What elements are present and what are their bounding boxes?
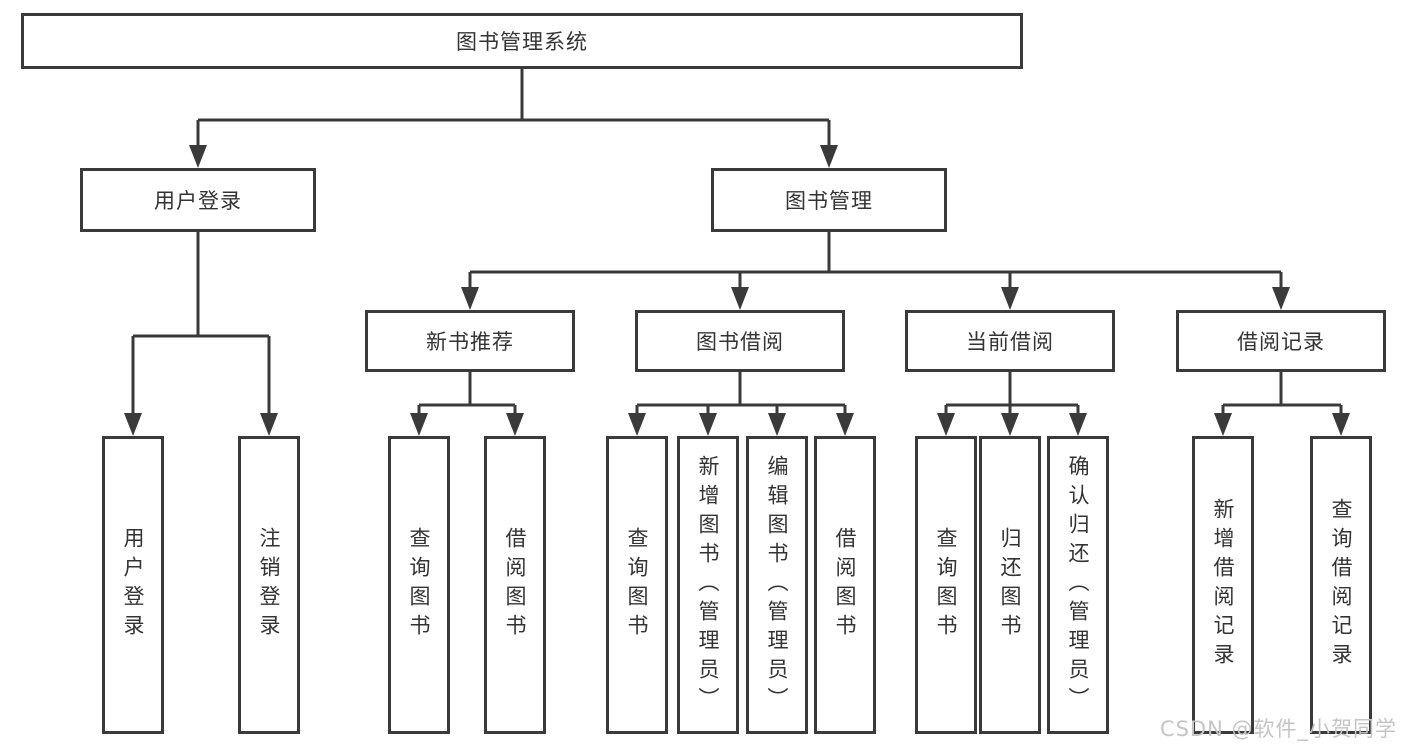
node-book-borrowing: 图书借阅 [635,310,845,372]
leaf-confirm-return-admin-label: 确认归还（管理员） [1066,454,1090,716]
leaf-borrow-book: 借阅图书 [814,436,876,734]
leaf-add-book-admin: 新增图书（管理员） [677,436,739,734]
node-book-management: 图书管理 [711,168,947,232]
leaf-query-book-current: 查询图书 [915,436,977,734]
node-book-management-label: 图书管理 [785,189,873,213]
node-user-login: 用户登录 [80,168,316,232]
leaf-edit-book-admin-label: 编辑图书（管理员） [765,454,789,716]
leaf-query-book-borrowing-label: 查询图书 [625,527,649,643]
leaf-user-login: 用户登录 [102,436,164,734]
leaf-logout: 注销登录 [238,436,300,734]
leaf-edit-book-admin: 编辑图书（管理员） [746,436,808,734]
leaf-query-book-borrowing: 查询图书 [606,436,668,734]
node-current-borrowing: 当前借阅 [905,310,1115,372]
node-user-login-label: 用户登录 [154,189,242,213]
leaf-query-book-recommend: 查询图书 [388,436,450,734]
node-root: 图书管理系统 [21,13,1023,69]
node-new-book-recommend: 新书推荐 [365,310,575,372]
node-book-borrowing-label: 图书借阅 [696,330,784,354]
leaf-borrow-book-recommend: 借阅图书 [484,436,546,734]
node-current-borrowing-label: 当前借阅 [966,330,1054,354]
leaf-user-login-label: 用户登录 [121,527,145,643]
arrowheads [124,145,1350,436]
node-borrowing-records-label: 借阅记录 [1237,330,1325,354]
leaf-add-borrow-record: 新增借阅记录 [1192,436,1254,734]
leaf-query-borrow-record: 查询借阅记录 [1310,436,1372,734]
leaf-query-book-recommend-label: 查询图书 [407,527,431,643]
node-root-label: 图书管理系统 [456,30,588,54]
node-borrowing-records: 借阅记录 [1176,310,1386,372]
leaf-borrow-book-label: 借阅图书 [833,527,857,643]
node-new-book-recommend-label: 新书推荐 [426,330,514,354]
leaf-add-book-admin-label: 新增图书（管理员） [696,454,720,716]
leaf-query-book-current-label: 查询图书 [934,527,958,643]
leaf-logout-label: 注销登录 [257,527,281,643]
csdn-watermark: CSDN @软件_小贺同学 [1159,717,1397,741]
leaf-add-borrow-record-label: 新增借阅记录 [1211,498,1235,672]
leaf-confirm-return-admin: 确认归还（管理员） [1047,436,1109,734]
leaf-query-borrow-record-label: 查询借阅记录 [1329,498,1353,672]
leaf-return-book: 归还图书 [979,436,1041,734]
leaf-return-book-label: 归还图书 [998,527,1022,643]
leaf-borrow-book-recommend-label: 借阅图书 [503,527,527,643]
